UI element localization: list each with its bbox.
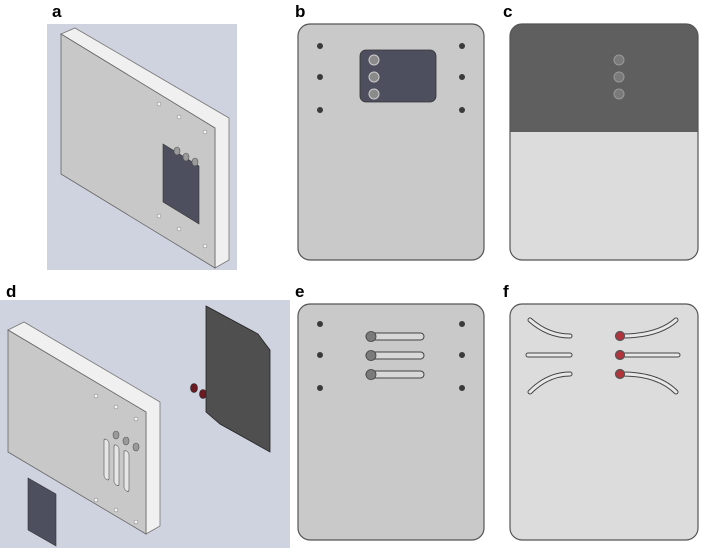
panel-f-curved-channel-plate [508, 302, 700, 542]
panel-d-ports [112, 430, 140, 452]
panel-d-channels [103, 438, 130, 492]
panel-c-two-tone-plate [508, 22, 700, 262]
panel-d-window-piece [27, 477, 57, 547]
panel-a-isometric-plate [47, 24, 237, 270]
panel-b-window [359, 49, 437, 103]
panel-label-f: f [503, 282, 509, 301]
panel-a-ports [173, 146, 199, 167]
panel-f-plate [509, 303, 699, 541]
panel-e-plate [297, 303, 485, 541]
panel-e-screw-holes [317, 321, 465, 391]
panel-c-ports [613, 54, 625, 100]
panel-e-channel-view [296, 302, 486, 542]
panel-d-dark-plate [205, 305, 271, 453]
panel-d-plate-face [7, 329, 147, 535]
panel-c-outline [509, 23, 699, 261]
panel-e-ports [365, 331, 377, 380]
panel-b-screw-holes [317, 43, 465, 113]
panel-label-e: e [295, 282, 305, 301]
panel-a-screw-holes [156, 101, 208, 249]
panel-b-front-view [296, 22, 486, 262]
panel-f-channels [526, 318, 680, 394]
panel-c-dark-region [510, 24, 698, 132]
panel-b-plate [297, 23, 485, 261]
panel-label-d: d [6, 282, 17, 301]
panel-label-c: c [503, 2, 513, 21]
panel-d-exploded-assembly [0, 300, 290, 548]
panel-b-ports [368, 54, 380, 100]
panel-d-screw-holes [93, 393, 139, 525]
panel-f-red-ports [614, 330, 626, 380]
panel-label-b: b [295, 2, 306, 21]
panel-label-a: a [52, 2, 62, 21]
